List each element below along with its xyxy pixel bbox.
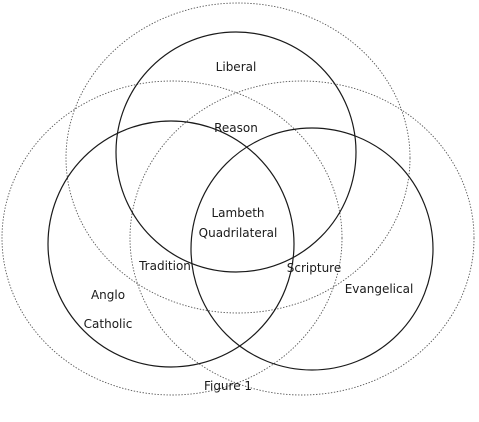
figure-caption: Figure 1 (204, 379, 252, 393)
label-tradition: Tradition (138, 259, 191, 273)
inner-circle-reason (115, 31, 357, 273)
label-liberal: Liberal (216, 60, 257, 74)
outer-circle-liberal (65, 2, 411, 314)
label-evangelical: Evangelical (345, 282, 414, 296)
label-quadrilateral: Quadrilateral (199, 226, 278, 240)
label-scripture: Scripture (287, 261, 341, 275)
label-anglo: Anglo (91, 288, 125, 302)
outer-circle-evangelical (129, 80, 475, 396)
inner-circle-scripture (190, 127, 434, 371)
inner-circle-tradition (47, 120, 295, 368)
label-lambeth: Lambeth (211, 206, 264, 220)
outer-circle-anglo-catholic (1, 80, 343, 396)
label-reason: Reason (214, 121, 258, 135)
label-catholic: Catholic (84, 317, 133, 331)
